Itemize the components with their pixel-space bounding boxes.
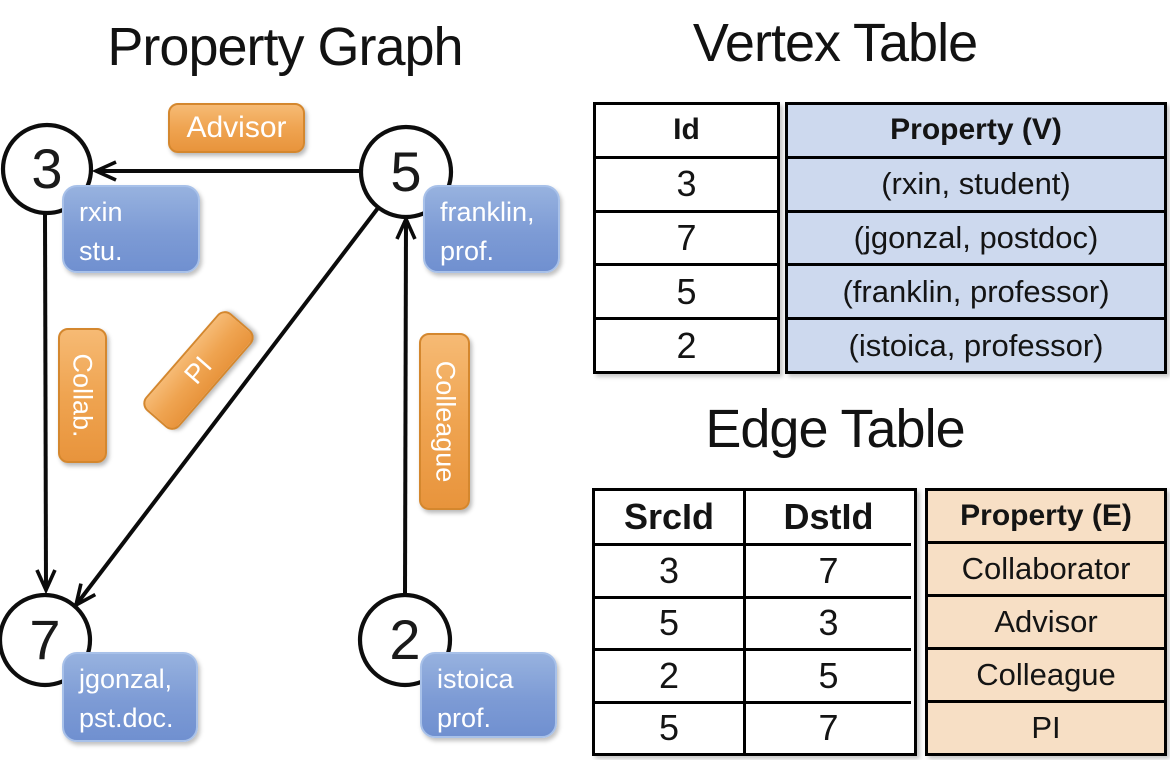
edge-table-property-header: Property (E): [960, 499, 1132, 532]
edge-table-src-header: SrcId: [623, 496, 715, 538]
edge-label-advisor-text: Advisor: [186, 111, 287, 144]
node-5-label: 5: [390, 140, 421, 203]
vertex-table-title: Vertex Table: [692, 13, 978, 73]
node-2-label: 2: [389, 608, 420, 671]
vertex-table-property-row-3: (istoica, professor): [788, 317, 1164, 371]
edge-table-dst-row-2: 5: [743, 648, 911, 701]
vertex-box-istoica: istoica prof.: [420, 652, 557, 738]
edge-label-colleague: Colleague: [419, 333, 470, 510]
vertex-box-franklin-line2: prof.: [440, 236, 495, 266]
vertex-box-istoica-line1: istoica: [437, 664, 514, 694]
vertex-table-id-column: Id 3 7 5 2: [593, 102, 780, 374]
vertex-table-id-row-0: 3: [596, 155, 777, 210]
edge-table-property-row-1: Advisor: [928, 594, 1164, 647]
vertex-table-property-header: Property (V): [890, 113, 1062, 147]
edge-table-property-row-0: Collaborator: [928, 541, 1164, 594]
vertex-box-istoica-line2: prof.: [437, 703, 492, 733]
edge-table-src-row-0: 3: [595, 543, 743, 595]
vertex-table-property-row-2: (franklin, professor): [788, 263, 1164, 317]
vertex-box-rxin-line1: rxin: [79, 197, 123, 227]
vertex-box-jgonzal-line2: pst.doc.: [79, 703, 174, 733]
edge-table-dst-row-1: 3: [743, 595, 911, 649]
vertex-box-franklin-line1: franklin,: [440, 197, 535, 227]
vertex-table-id-row-3: 2: [596, 317, 777, 371]
edge-table-property-column: Property (E) Collaborator Advisor Collea…: [925, 488, 1167, 756]
edge-table-src-dst-columns: SrcId DstId 3 7 5 3 2 5 5 7: [592, 488, 917, 756]
edge-table-property-row-3: PI: [928, 700, 1164, 753]
vertex-table-property-row-0: (rxin, student): [788, 155, 1164, 210]
edge-label-advisor: Advisor: [168, 103, 305, 153]
edge-table-dst-row-0: 7: [743, 543, 911, 596]
graph-canvas: 3 5 7 2: [0, 122, 454, 688]
vertex-box-rxin-line2: stu.: [79, 236, 123, 266]
vertex-box-jgonzal-line1: jgonzal,: [79, 664, 173, 694]
edge-table-dst-row-3: 7: [743, 700, 911, 753]
vertex-table-id-row-1: 7: [596, 209, 777, 264]
vertex-table-id-header: Id: [673, 113, 700, 147]
edge-3-to-7: [45, 213, 46, 590]
edge-table-title: Edge Table: [705, 399, 965, 459]
node-3-label: 3: [31, 137, 62, 200]
edge-table-src-row-2: 2: [595, 648, 743, 700]
edge-table-src-row-1: 5: [595, 595, 743, 648]
vertex-box-jgonzal: jgonzal, pst.doc.: [62, 652, 198, 742]
vertex-table-id-row-2: 5: [596, 263, 777, 317]
edge-label-pi-text: PI: [178, 350, 218, 390]
edge-5-to-7: [76, 206, 380, 605]
edge-table-dst-header: DstId: [743, 491, 911, 544]
edge-label-collab-text: Collab.: [68, 353, 99, 438]
vertex-box-franklin: franklin, prof.: [423, 185, 560, 273]
edge-2-to-5: [405, 219, 406, 596]
edge-table-src-row-3: 5: [595, 700, 743, 753]
edge-table-property-row-2: Colleague: [928, 647, 1164, 700]
vertex-box-rxin: rxin stu.: [62, 185, 200, 273]
edge-label-collab: Collab.: [58, 328, 107, 463]
edge-label-colleague-text: Colleague: [430, 360, 460, 483]
vertex-table-property-column: Property (V) (rxin, student) (jgonzal, p…: [785, 102, 1167, 374]
vertex-table-property-row-1: (jgonzal, postdoc): [788, 209, 1164, 264]
node-7-label: 7: [29, 608, 60, 671]
property-graph-title: Property Graph: [107, 17, 463, 77]
